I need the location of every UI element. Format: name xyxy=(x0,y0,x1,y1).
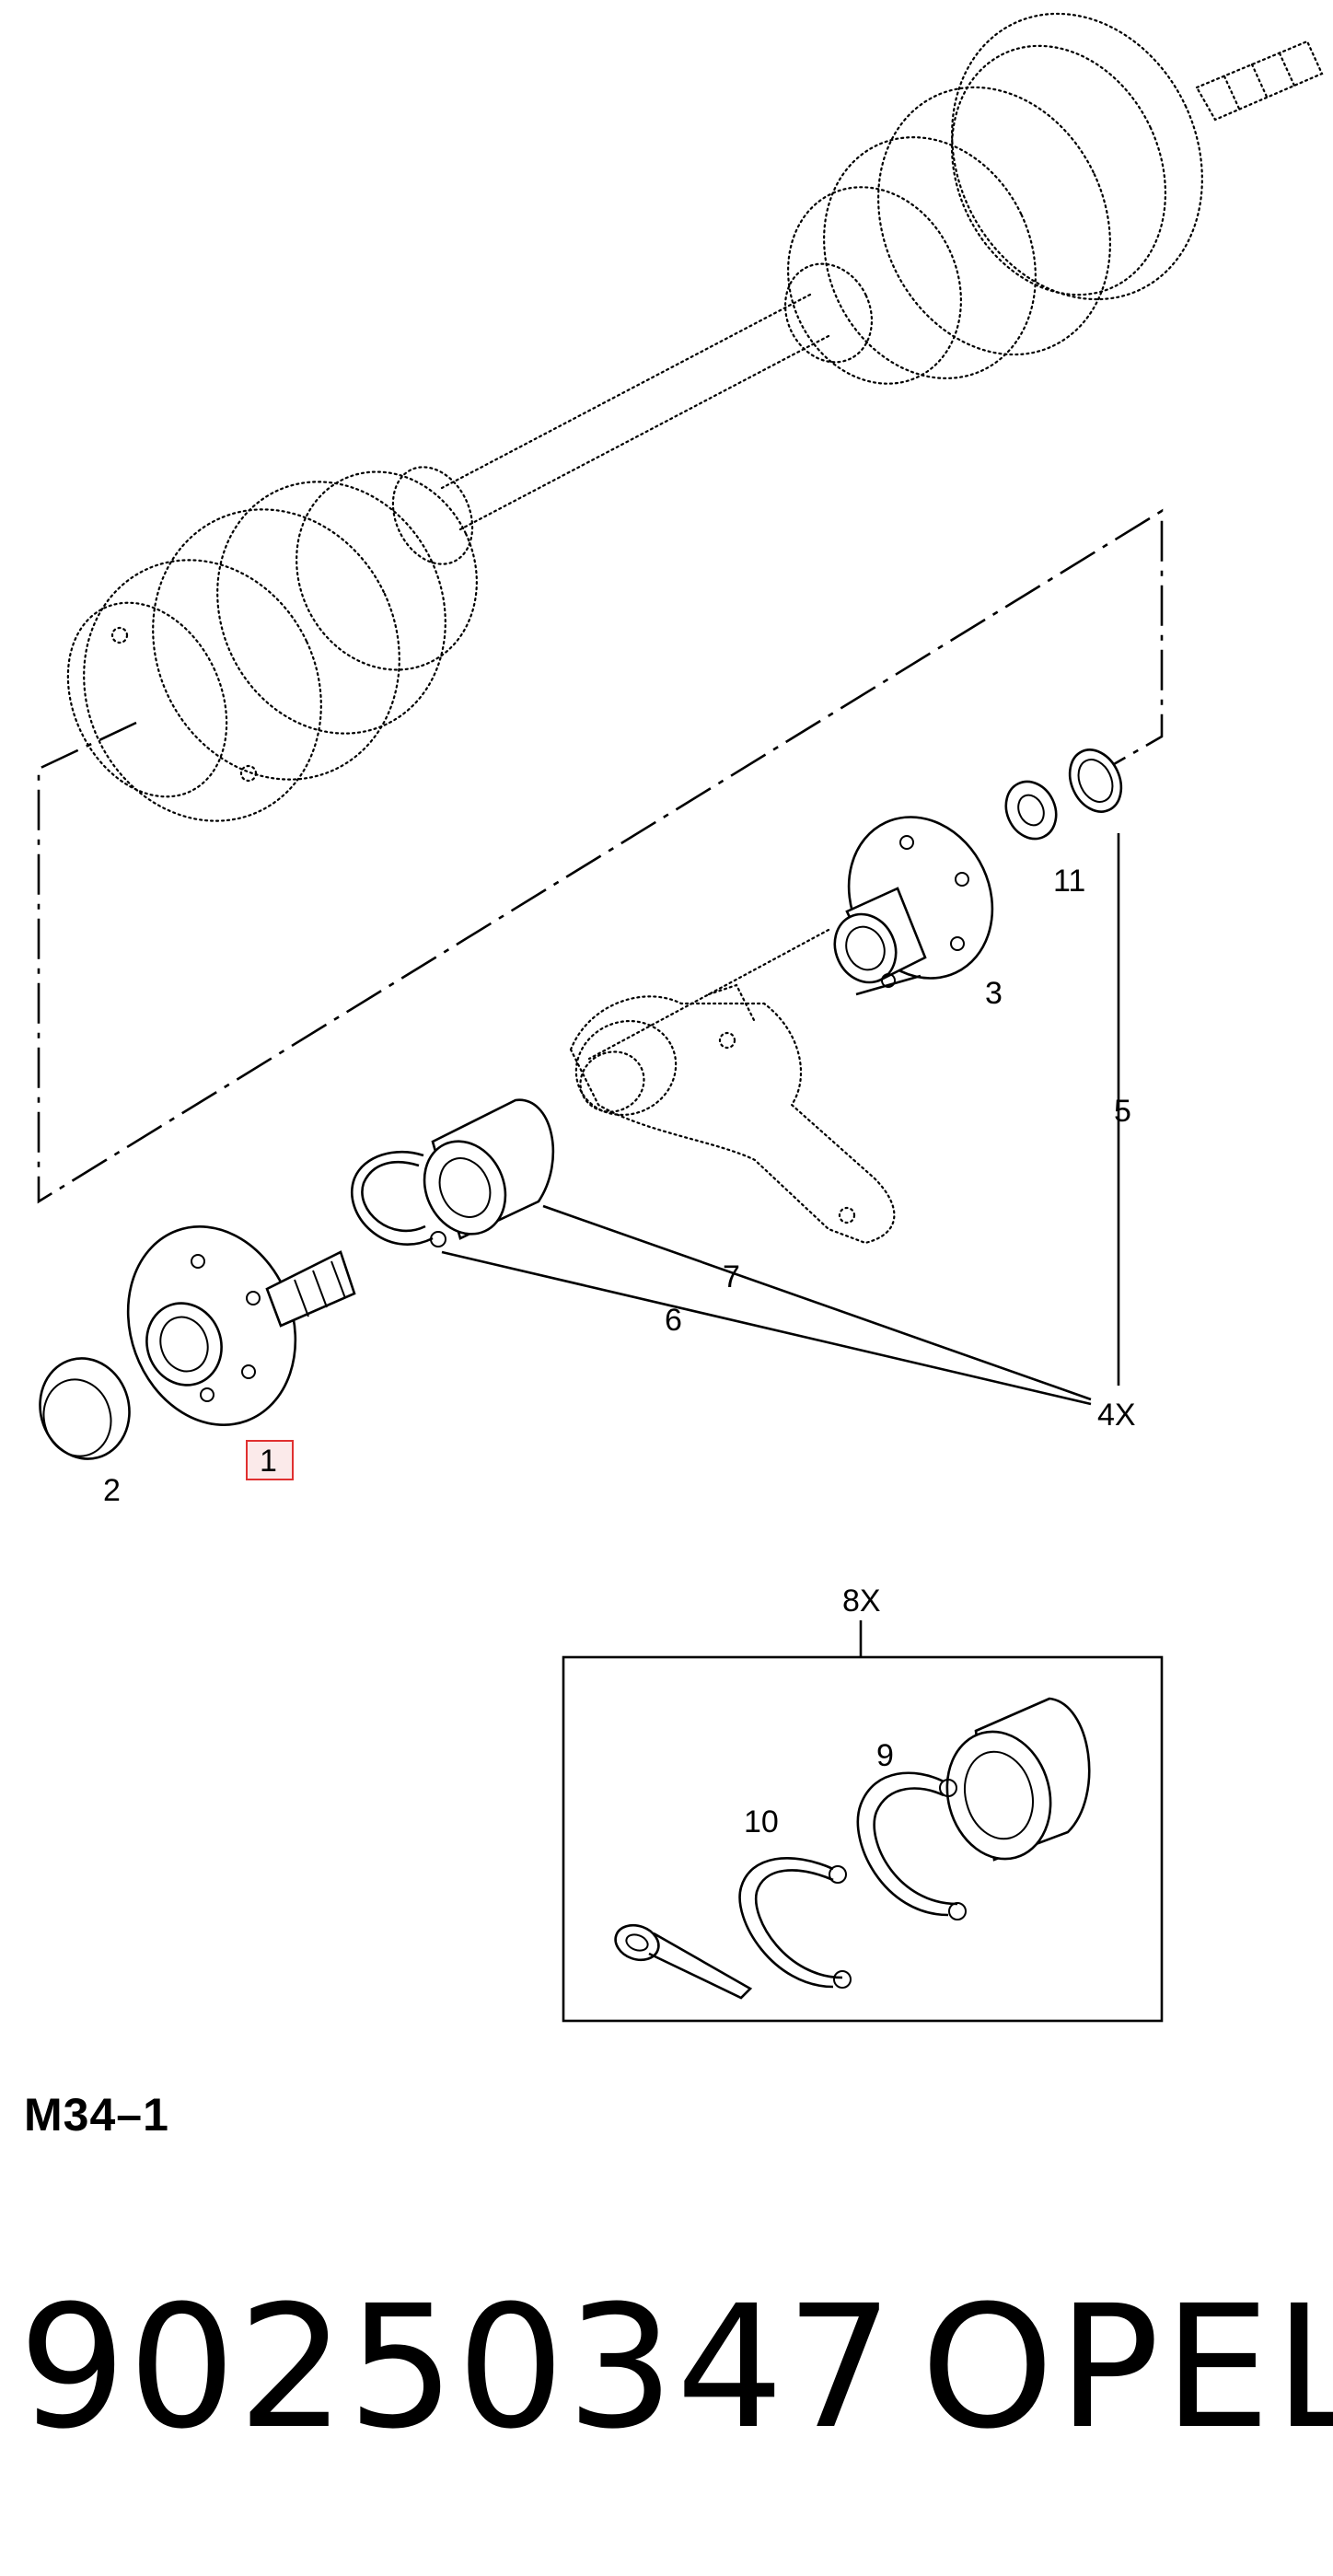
diagram-code: M34–1 xyxy=(24,2089,169,2141)
part-9-circlip xyxy=(856,1771,967,1920)
shaft-rod xyxy=(440,293,830,531)
part-1-wheel-hub xyxy=(126,1225,356,1426)
assembly-outline xyxy=(37,508,1164,1204)
cotter-pin xyxy=(614,1923,753,2000)
callout-4x: 4X xyxy=(1097,1398,1136,1433)
thrust-washer xyxy=(1068,748,1123,813)
callout-3: 3 xyxy=(985,976,1003,1011)
part-11-axle-nut xyxy=(1004,780,1058,841)
inner-cv-joint xyxy=(66,466,478,822)
part-10-circlip xyxy=(738,1857,852,1989)
callout-8x: 8X xyxy=(842,1584,881,1619)
callout-7: 7 xyxy=(723,1259,740,1294)
callout-1: 1 xyxy=(260,1444,277,1479)
callout-11: 11 xyxy=(1053,864,1085,899)
part-2-dust-cap xyxy=(39,1357,131,1460)
callout-10: 10 xyxy=(744,1804,779,1839)
brand-name: OPEL xyxy=(921,2269,1333,2466)
part-number: 90250347 xyxy=(18,2269,896,2466)
part-3-hub-flange xyxy=(833,816,994,988)
repair-kit-box xyxy=(562,1620,1164,2023)
callout-6: 6 xyxy=(665,1303,682,1338)
outer-cv-joint xyxy=(783,12,1203,385)
callout-2: 2 xyxy=(103,1473,121,1508)
part-7-wheel-bearing xyxy=(423,1098,555,1240)
drive-shaft xyxy=(66,12,1324,822)
part-6-circlip xyxy=(351,1150,446,1247)
leader-lines xyxy=(441,833,1120,1406)
shaft-spline-end xyxy=(1195,40,1324,122)
callout-5: 5 xyxy=(1114,1094,1131,1129)
callout-9: 9 xyxy=(876,1738,894,1773)
callout-labels: 1 2 3 5 6 7 11 4X 8X 9 10 xyxy=(103,864,1136,1839)
kit-wheel-bearing xyxy=(945,1697,1091,1862)
callout-1-highlight-box xyxy=(246,1440,294,1480)
steering-knuckle xyxy=(569,928,896,1245)
